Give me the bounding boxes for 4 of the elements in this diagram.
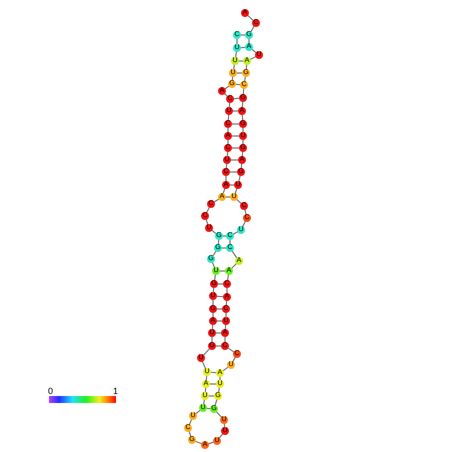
connector-line [228, 348, 234, 352]
connector-line [202, 348, 210, 356]
scale-label: 0 [48, 387, 54, 396]
scale-label: 1 [113, 387, 118, 396]
